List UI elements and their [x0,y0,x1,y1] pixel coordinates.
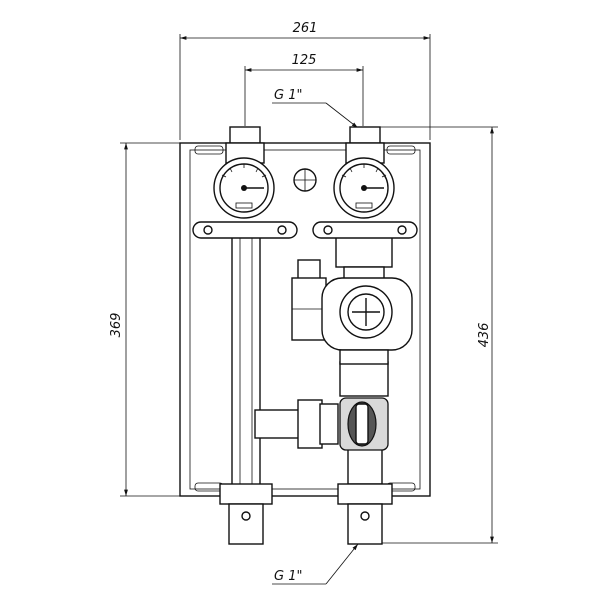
left-pipe-clamp [192,221,298,239]
right-pipe-assembly [335,126,393,545]
dimension-overall-height: 436 [380,126,498,544]
right-thermometer-gauge-icon [333,157,395,219]
mixing-valve-icon [339,397,389,451]
frame-height-label: 369 [109,313,124,338]
mounting-frame [179,142,431,497]
dimension-frame-height: 369 [109,142,190,497]
bypass-pipe [254,399,339,449]
bottom-thread-callout: G 1" [272,543,359,585]
top-thread-label: G 1" [274,88,302,103]
overall-width-label: 261 [293,21,318,36]
pipe-spacing-label: 125 [292,53,317,68]
overall-height-label: 436 [477,323,492,348]
circulation-pump-icon [291,259,413,365]
bottom-thread-label: G 1" [274,569,302,584]
top-thread-callout: G 1" [272,88,359,129]
dimension-overall-width: 261 [179,21,431,140]
left-pipe-assembly [219,126,273,545]
left-thermometer-gauge-icon [213,157,275,219]
right-pipe-clamp [312,221,418,239]
dimension-pipe-spacing: 125 [244,53,364,126]
